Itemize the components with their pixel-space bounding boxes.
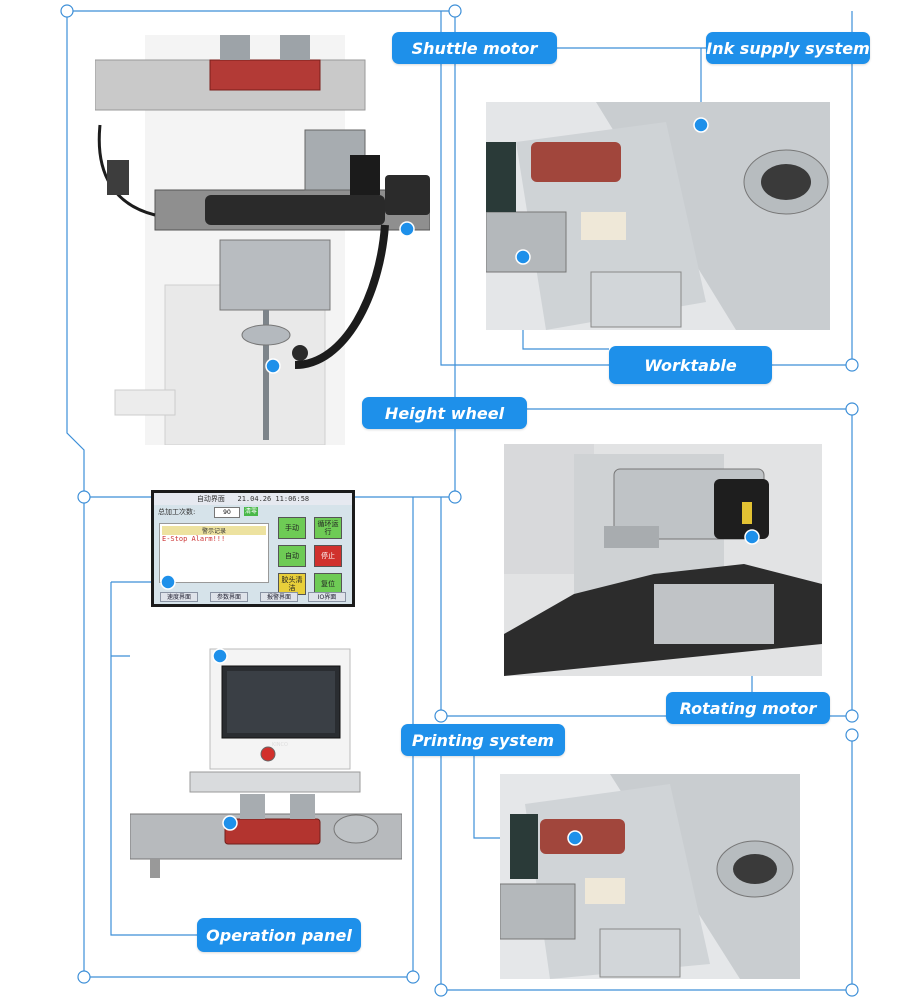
hmi-alarm-header: 警示记录: [162, 526, 266, 535]
corner-circle: [434, 709, 448, 723]
photo-printing-system: [500, 774, 800, 979]
corner-circle: [845, 358, 859, 372]
marker-dot: [222, 815, 238, 831]
label-ink-supply-system: Ink supply system: [706, 32, 870, 64]
hmi-count-value: 90: [214, 507, 240, 518]
operation-panel-illustration: [130, 648, 402, 878]
hmi-tab-alarm[interactable]: 报警界面: [260, 592, 298, 602]
corner-circle: [406, 970, 420, 984]
corner-circle: [60, 4, 74, 18]
label-worktable: Worktable: [609, 346, 772, 384]
marker-dot: [693, 117, 709, 133]
corner-circle: [448, 4, 462, 18]
hmi-alarm-box: 警示记录 E-Stop Alarm!!!: [159, 523, 269, 583]
hmi-display: 自动界面 21.04.26 11:06:58 总加工次数: 90 清零 警示记录…: [154, 493, 352, 604]
leader-operation-panel: [110, 582, 197, 936]
hmi-tab-params[interactable]: 参数界面: [210, 592, 248, 602]
ink-supply-illustration: [486, 102, 830, 330]
rotating-motor-illustration: [504, 444, 822, 676]
marker-dot: [567, 830, 583, 846]
marker-dot: [212, 648, 228, 664]
label-shuttle-motor: Shuttle motor: [392, 32, 557, 64]
label-height-wheel: Height wheel: [362, 397, 527, 429]
hmi-count-label: 总加工次数:: [158, 508, 196, 516]
hmi-alarm-text: E-Stop Alarm!!!: [162, 535, 226, 543]
photo-operation-panel: KINCO: [130, 644, 402, 878]
corner-circle: [77, 490, 91, 504]
photo-hmi-screen: 自动界面 21.04.26 11:06:58 总加工次数: 90 清零 警示记录…: [151, 490, 355, 607]
hmi-date: 21.04.26 11:06:58: [237, 495, 310, 503]
hmi-tab-io[interactable]: IO界面: [308, 592, 346, 602]
label-printing-system: Printing system: [401, 724, 565, 756]
marker-dot: [160, 574, 176, 590]
corner-circle: [845, 728, 859, 742]
hmi-reset-button[interactable]: 清零: [244, 507, 258, 516]
label-operation-panel: Operation panel: [197, 918, 361, 952]
hmi-title-bar: 自动界面 21.04.26 11:06:58: [154, 493, 352, 505]
photo-machine-side: [95, 35, 430, 445]
corner-circle: [845, 709, 859, 723]
hmi-stop-button[interactable]: 停止: [314, 545, 342, 567]
hmi-title: 自动界面: [196, 495, 225, 503]
corner-circle: [845, 402, 859, 416]
marker-dot: [515, 249, 531, 265]
frame-bottom-right: [440, 735, 853, 991]
label-rotating-motor: Rotating motor: [666, 692, 830, 724]
photo-ink-supply: [486, 102, 830, 330]
marker-dot: [265, 358, 281, 374]
marker-dot: [744, 529, 760, 545]
machine-side-illustration: [95, 35, 430, 445]
corner-circle: [845, 983, 859, 997]
corner-circle: [448, 490, 462, 504]
corner-circle: [434, 983, 448, 997]
hmi-loop-button[interactable]: 循环运行: [314, 517, 342, 539]
photo-rotating-motor: [504, 444, 822, 676]
hmi-tab-speed[interactable]: 速度界面: [160, 592, 198, 602]
marker-dot: [399, 221, 415, 237]
corner-circle: [77, 970, 91, 984]
hmi-auto-button[interactable]: 自动: [278, 545, 306, 567]
frame-top-left-left: [66, 11, 85, 497]
hmi-manual-button[interactable]: 手动: [278, 517, 306, 539]
panel-brand: KINCO: [272, 742, 288, 748]
